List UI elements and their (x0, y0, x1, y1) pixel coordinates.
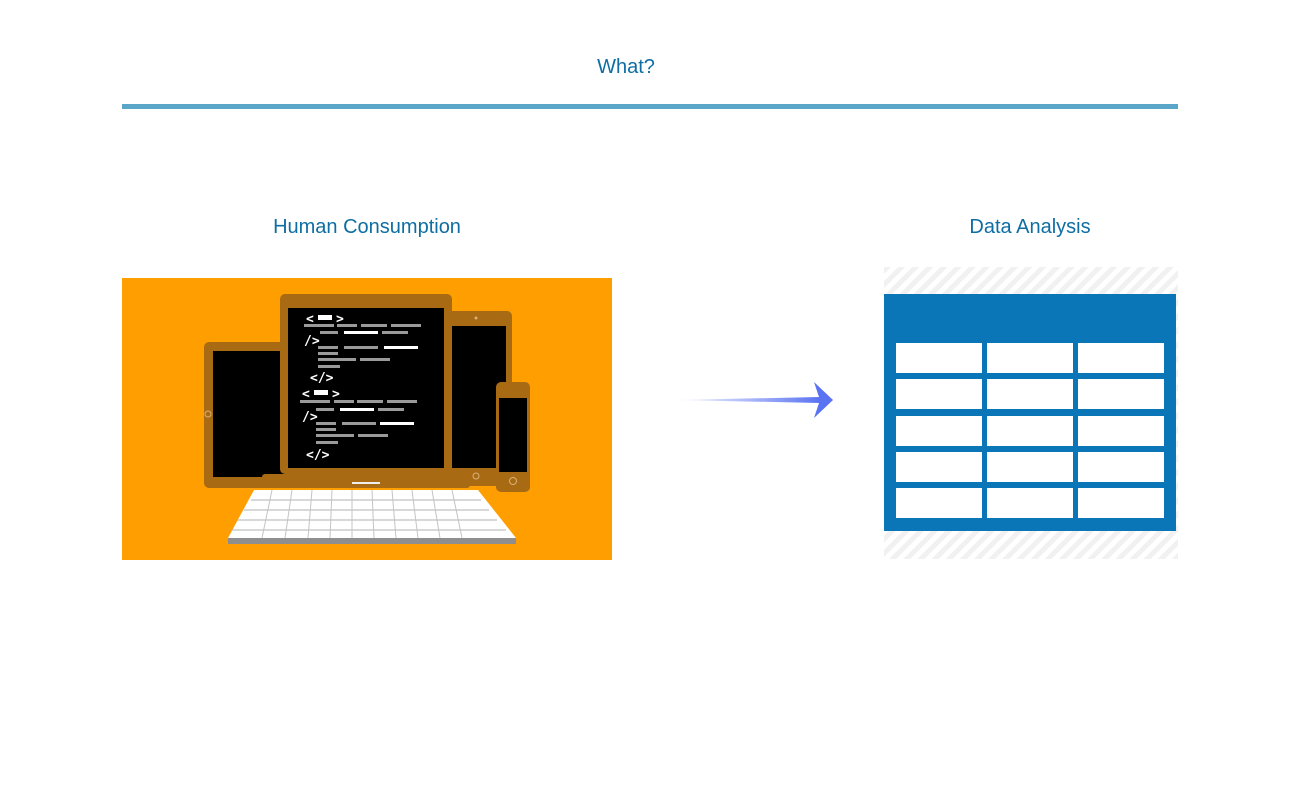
data-analysis-title: Data Analysis (969, 216, 1091, 238)
data-table-illustration (884, 267, 1178, 559)
page-title: What? (597, 56, 655, 78)
data-table-icon (884, 267, 1178, 559)
svg-text:>: > (332, 387, 340, 402)
svg-text:</>: </> (310, 371, 334, 386)
svg-text:/>: /> (302, 410, 318, 425)
svg-text:<: < (306, 312, 314, 327)
right-arrow-icon (672, 378, 838, 422)
title-divider (122, 104, 1178, 109)
svg-text:/>: /> (304, 334, 320, 349)
svg-text:>: > (336, 312, 344, 327)
svg-text:<: < (302, 387, 310, 402)
svg-text:</>: </> (306, 448, 330, 463)
human-consumption-title: Human Consumption (273, 216, 461, 238)
devices-illustration: < > /> </> < > /> </> (122, 278, 612, 560)
devices-with-code-icon: < > /> </> < > /> </> (204, 294, 530, 544)
